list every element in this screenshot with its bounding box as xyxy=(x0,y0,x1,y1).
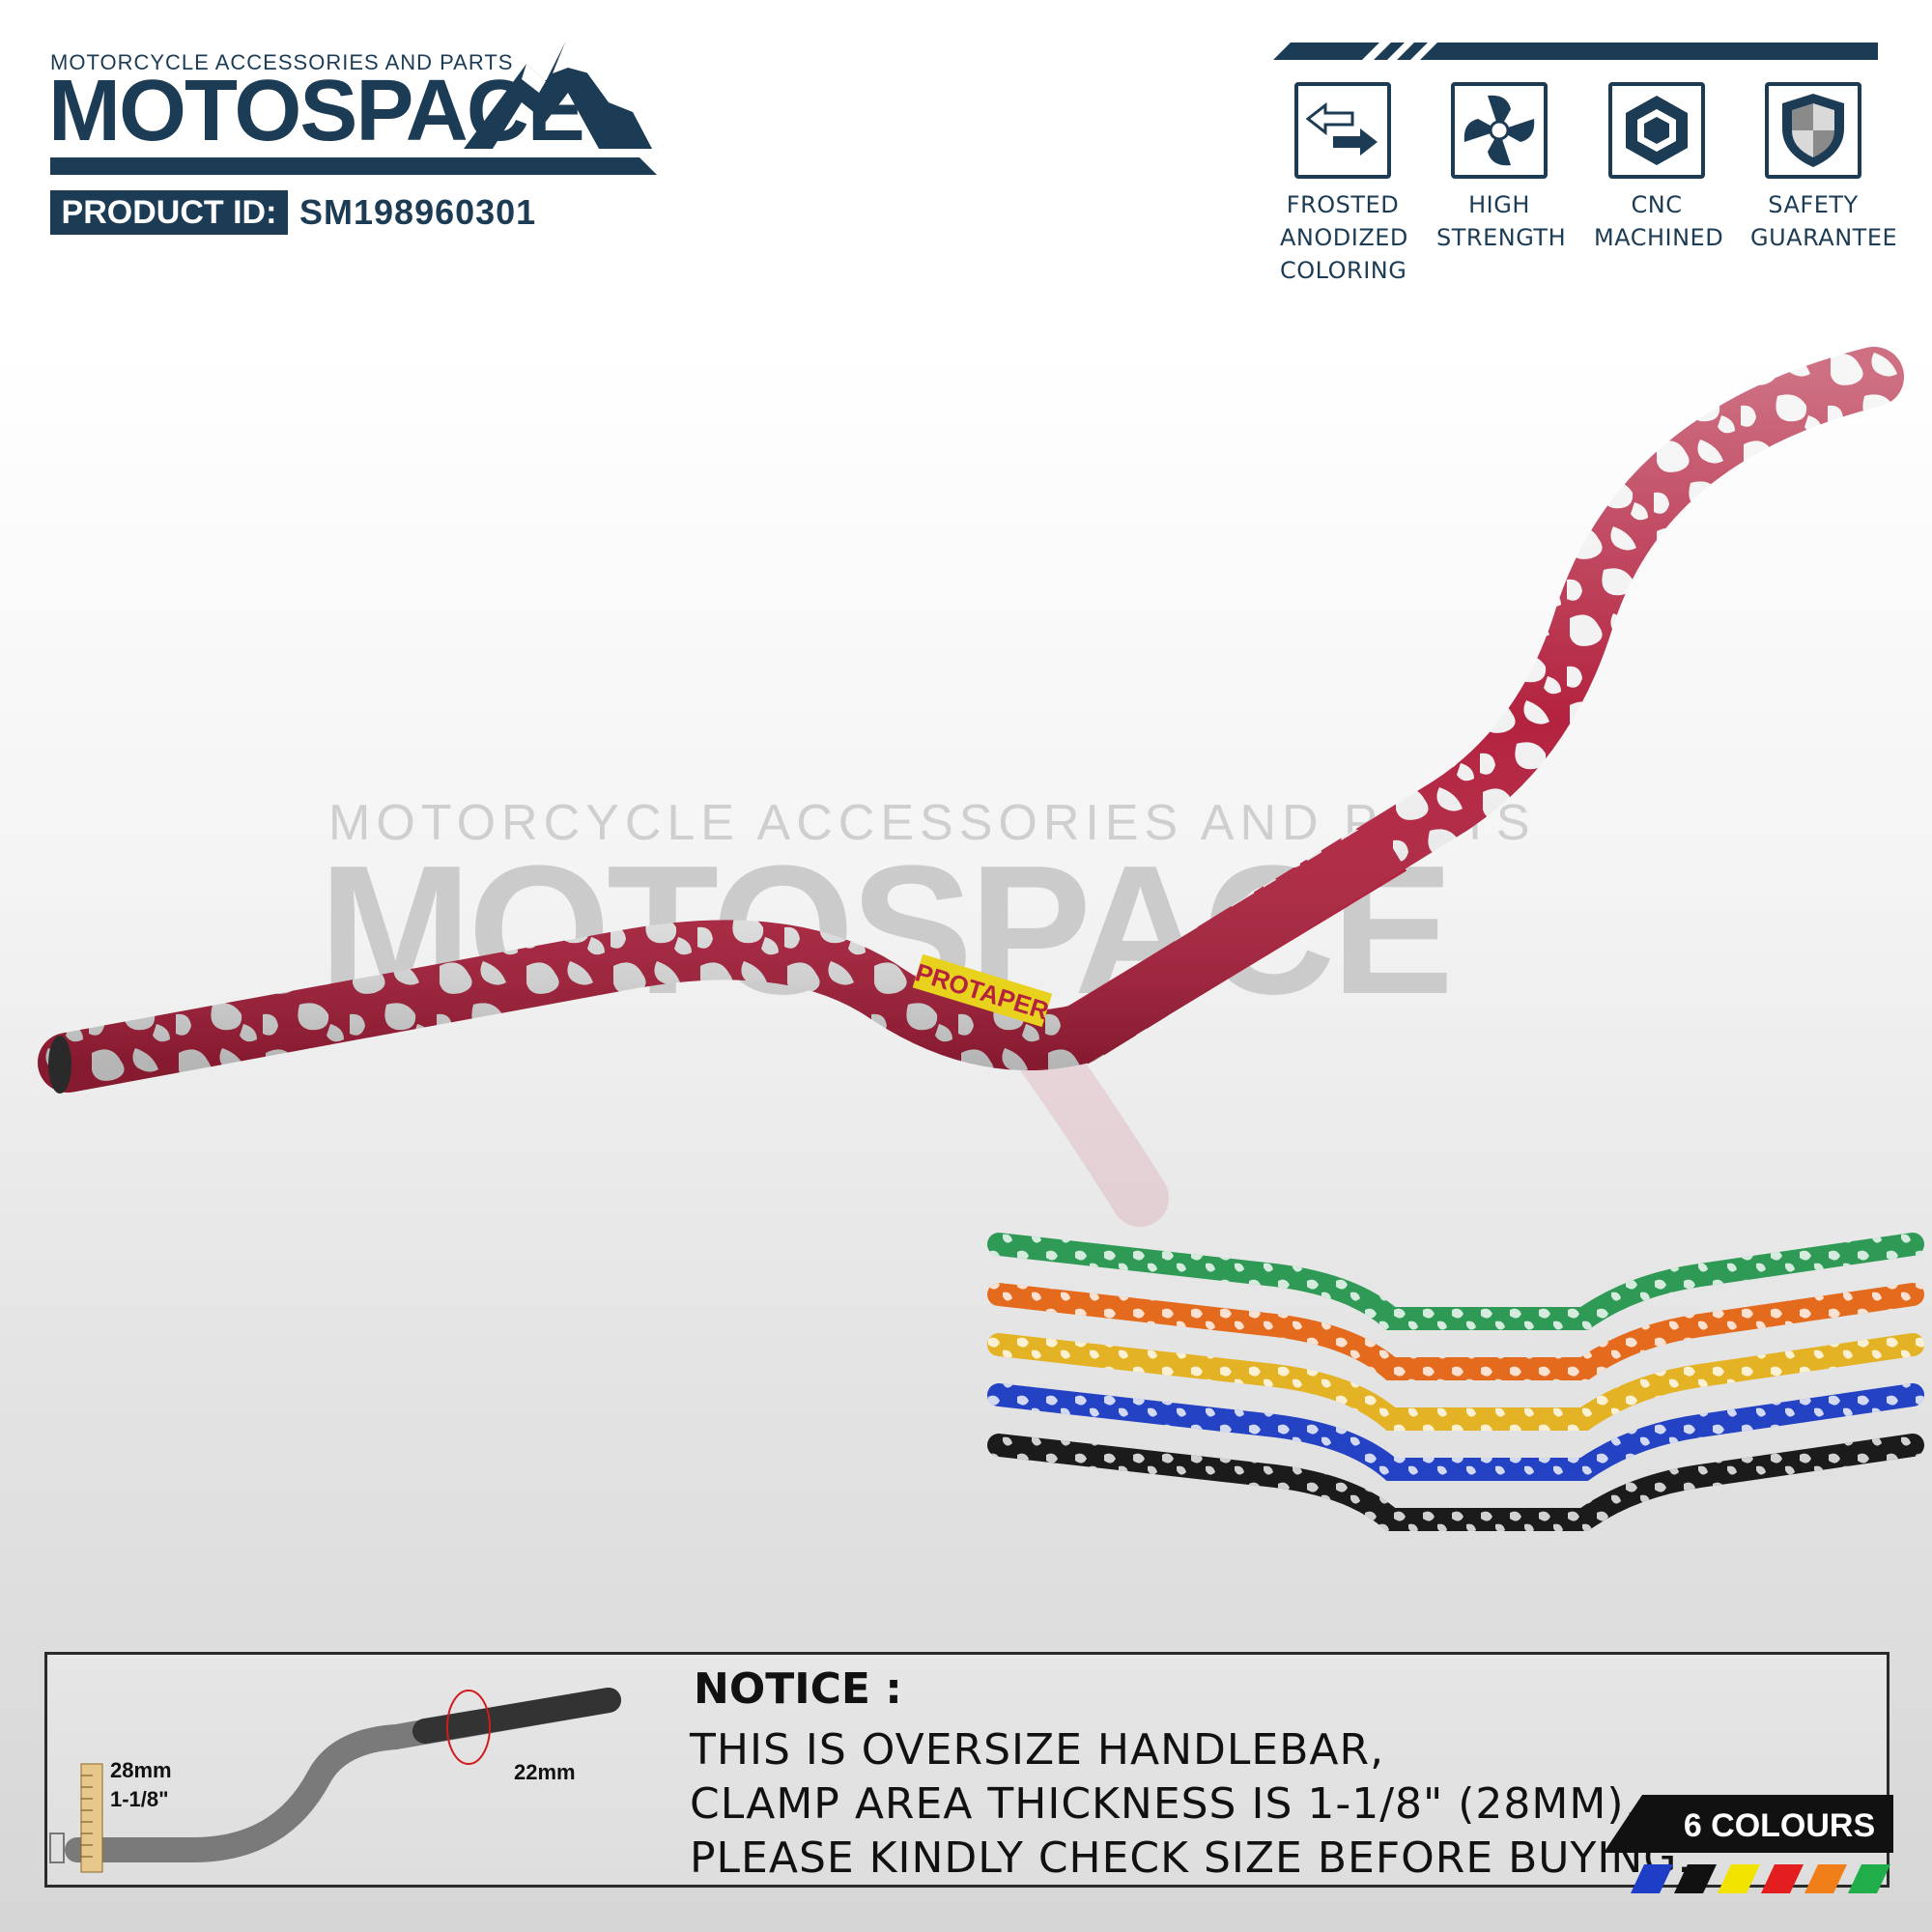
feature-label: HIGH STRENGTH xyxy=(1436,191,1567,251)
feature-label: FROSTED ANODIZED COLORING xyxy=(1280,191,1408,284)
grip-size-mm: 22mm xyxy=(514,1760,576,1784)
notice-line: PLEASE KINDLY CHECK SIZE BEFORE BUYING. xyxy=(690,1833,1692,1883)
feature-cnc-machined: CNC MACHINED xyxy=(1594,82,1724,254)
feature-label: SAFETY GUARANTEE xyxy=(1750,191,1898,251)
colour-swatch xyxy=(1804,1864,1847,1893)
variant-handlebar-pattern xyxy=(987,1434,1924,1531)
shield-icon xyxy=(1765,82,1861,179)
notice-title: NOTICE : xyxy=(694,1664,902,1714)
colour-swatch xyxy=(1761,1864,1804,1893)
variant-handlebar-pattern xyxy=(987,1233,1924,1330)
clamp-size-mm: 28mm xyxy=(110,1758,172,1782)
notice-line: CLAMP AREA THICKNESS IS 1-1/8" (28MM), xyxy=(690,1779,1639,1829)
notice-panel xyxy=(44,1652,1889,1888)
fan-icon xyxy=(1451,82,1548,179)
brand-tagline: MOTORCYCLE ACCESSORIES AND PARTS xyxy=(50,50,514,74)
feature-high-strength: HIGH STRENGTH xyxy=(1436,82,1567,254)
colour-swatches xyxy=(1631,1864,1890,1893)
hexagon-icon xyxy=(1608,82,1705,179)
feature-stripe xyxy=(1273,43,1878,60)
colours-badge-bg xyxy=(1604,1795,1893,1853)
color-variants xyxy=(987,1233,1924,1531)
colour-swatch xyxy=(1674,1864,1717,1893)
feature-frosted-anodized: FROSTED ANODIZED COLORING xyxy=(1280,82,1408,287)
colours-badge: 6 COLOURS xyxy=(1683,1807,1876,1844)
arrows-swap-icon xyxy=(1294,82,1391,179)
size-diagram xyxy=(49,1688,621,1873)
feature-safety-guarantee: SAFETY GUARANTEE xyxy=(1750,82,1898,254)
colour-swatch xyxy=(1631,1864,1673,1893)
feature-label: CNC MACHINED xyxy=(1594,191,1724,251)
variant-handlebar-pattern xyxy=(987,1333,1924,1431)
mountain-logo-icon xyxy=(464,43,652,149)
colour-swatch xyxy=(1848,1864,1890,1893)
variant-handlebar-pattern xyxy=(987,1383,1924,1481)
brand-underline xyxy=(50,157,657,175)
clamp-size-inch: 1-1/8" xyxy=(110,1787,169,1811)
product-id-value: SM198960301 xyxy=(299,192,537,232)
watermark-name: MOTOSPACE xyxy=(319,828,1454,1033)
notice-line: THIS IS OVERSIZE HANDLEBAR, xyxy=(690,1725,1385,1775)
colour-swatch xyxy=(1718,1864,1760,1893)
variant-handlebar-pattern xyxy=(987,1283,1924,1380)
product-id-label: PRODUCT ID: xyxy=(50,190,288,235)
